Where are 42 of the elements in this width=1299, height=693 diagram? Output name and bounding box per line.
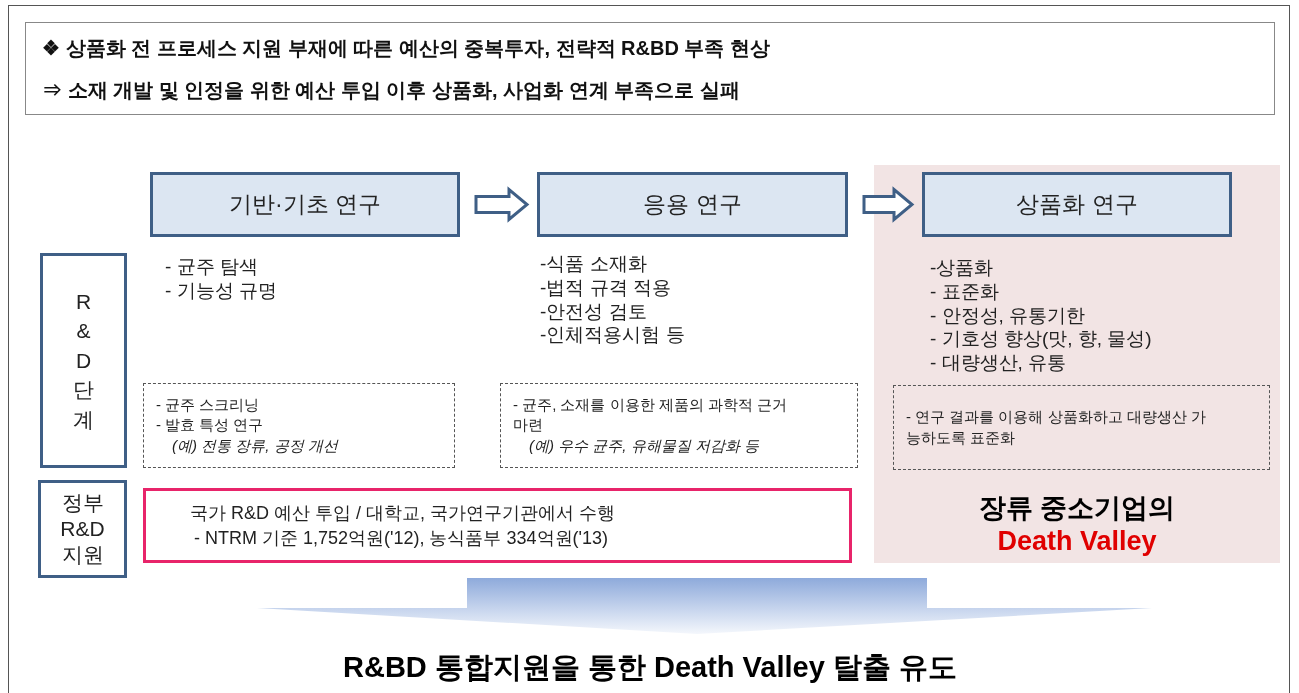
example-note: (예) 우수 균주, 유해물질 저감화 등 <box>528 435 760 456</box>
band-heading: 장류 중소기업의 <box>978 491 1176 525</box>
summary-line: ❖ 상품화 전 프로세스 지원 부재에 따른 예산의 중복투자, 전략적 R&BD 부족 현상 <box>42 35 771 61</box>
bullet-item: -식품 소재화 <box>540 252 648 276</box>
row-label: R&D 단계 <box>73 289 94 433</box>
bullet-item: -인체적용시험 등 <box>540 323 686 347</box>
dashed-note-box <box>143 383 455 468</box>
stage-box <box>922 172 1232 237</box>
bullet-item: - 표준화 <box>930 279 1000 304</box>
stage-box <box>150 172 460 237</box>
bullet-item: - 대량생산, 유통 <box>930 351 1068 375</box>
dashed-note-box <box>500 383 858 468</box>
dashed-note-box <box>893 385 1270 470</box>
note-text: - 균주 스크리닝 <box>156 394 261 415</box>
bullet-item: - 안정성, 유통기한 <box>930 303 1087 328</box>
row-header-box <box>40 253 127 468</box>
budget-text: - NTRM 기준 1,752억원('12), 농식품부 334억원('13) <box>193 526 609 550</box>
stage-title: 응용 연구 <box>643 190 742 220</box>
block-arrow <box>474 186 530 223</box>
highlight-band <box>874 165 1280 563</box>
example-note: (예) 전통 장류, 공정 개선 <box>171 435 340 456</box>
bullet-item: -상품화 <box>930 256 995 280</box>
bullet-item: - 기호성 향상(맛, 향, 물성) <box>930 327 1153 351</box>
summary-line: ⇒ 소재 개발 및 인정을 위한 예산 투입 이후 상품화, 사업화 연계 부족으로 실패 <box>42 77 741 103</box>
conclusion-text: R&BD 통합지원을 통한 Death Valley 탈출 유도 <box>343 650 957 686</box>
stage-title: 상품화 연구 <box>1016 190 1138 220</box>
stage-title: 기반·기초 연구 <box>228 190 382 220</box>
bullet-item: - 기능성 규명 <box>165 278 278 303</box>
row-label: 정부 R&D 지원 <box>59 489 106 569</box>
row-header-box <box>38 480 127 578</box>
note-text: - 발효 특성 연구 <box>156 415 265 436</box>
budget-text: 국가 R&D 예산 투입 / 대학교, 국가연구기관에서 수행 <box>190 501 616 525</box>
band-subheading: Death Valley <box>997 525 1157 559</box>
budget-box <box>143 488 852 563</box>
bullet-item: -법적 규격 적용 <box>540 275 672 300</box>
block-arrow <box>862 186 915 223</box>
summary-box <box>25 22 1275 115</box>
stage-box <box>537 172 848 237</box>
note-text: - 균주, 소재를 이용한 제품의 과학적 근거 마련 <box>513 394 789 436</box>
note-text: - 연구 결과를 이용해 상품화하고 대량생산 가능하도록 표준화 <box>906 406 1206 448</box>
bullet-item: - 균주 탐색 <box>165 255 259 279</box>
bullet-item: -안전성 검토 <box>540 299 648 324</box>
